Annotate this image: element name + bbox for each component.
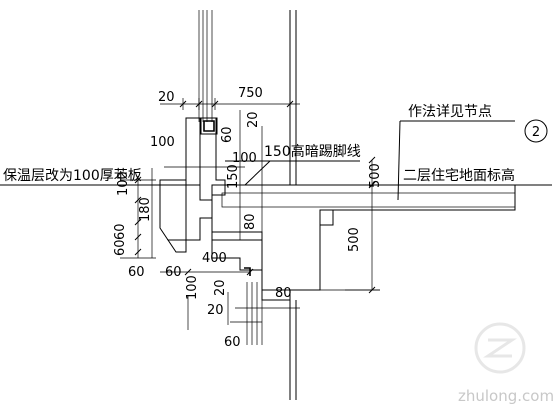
column-edge-lines	[289, 10, 297, 400]
dim-100-a: 100	[150, 135, 175, 150]
watermark-text: zhulong.com	[458, 387, 554, 405]
dim-60-bottom: 60	[224, 335, 241, 350]
dim-750: 750	[238, 86, 263, 101]
detail-ref-label: 作法详见节点	[408, 104, 492, 120]
sill-frame	[203, 120, 215, 132]
insulation-board	[185, 117, 213, 241]
dim-60-left-b: 60	[113, 239, 128, 256]
dim-60-bottom-left-b: 60	[165, 265, 182, 280]
dim-20-top: 20	[158, 90, 175, 105]
floor-level-label: 二层住宅地面标高	[403, 167, 515, 184]
detail-symbol-number: 2	[532, 125, 540, 140]
dim-100-left: 100	[116, 171, 131, 196]
dim-20-c: 20	[213, 279, 228, 296]
dim-60-left-a: 60	[113, 223, 128, 240]
beam-step	[319, 209, 334, 226]
dimension-ticks	[134, 100, 376, 294]
dim-80-a: 80	[243, 213, 258, 230]
detail-symbol-circle	[524, 119, 548, 143]
window-frame-bottom	[246, 282, 263, 345]
cornice-profile	[159, 179, 187, 241]
upper-wall	[199, 117, 226, 201]
dim-500-b: 500	[347, 227, 362, 252]
watermark-logo	[474, 322, 526, 374]
concrete-beam	[211, 184, 516, 291]
window-sill-block	[200, 117, 218, 135]
dim-20-d: 20	[207, 303, 224, 318]
dim-60-bottom-left-a: 60	[128, 265, 145, 280]
dim-150: 150	[226, 164, 241, 189]
drip-edge	[167, 239, 187, 253]
floor-topping-layer	[221, 192, 516, 208]
dim-60-vertical: 60	[220, 126, 235, 143]
dim-100-b: 100	[232, 151, 257, 166]
dim-100-c: 100	[185, 275, 200, 300]
dim-20-vertical: 20	[246, 111, 261, 128]
dim-400: 400	[202, 251, 227, 266]
dim-80-b: 80	[275, 286, 292, 301]
sill-bottom	[261, 289, 291, 301]
window-frame-top	[198, 10, 213, 122]
dim-500-a: 500	[368, 163, 383, 188]
leader-lines	[0, 120, 552, 201]
skirting-label: 150高暗踢脚线	[264, 143, 361, 160]
dim-180: 180	[138, 197, 153, 222]
insulation-label: 保温层改为100厚苯板	[3, 167, 142, 184]
anchor-hook	[244, 267, 251, 276]
